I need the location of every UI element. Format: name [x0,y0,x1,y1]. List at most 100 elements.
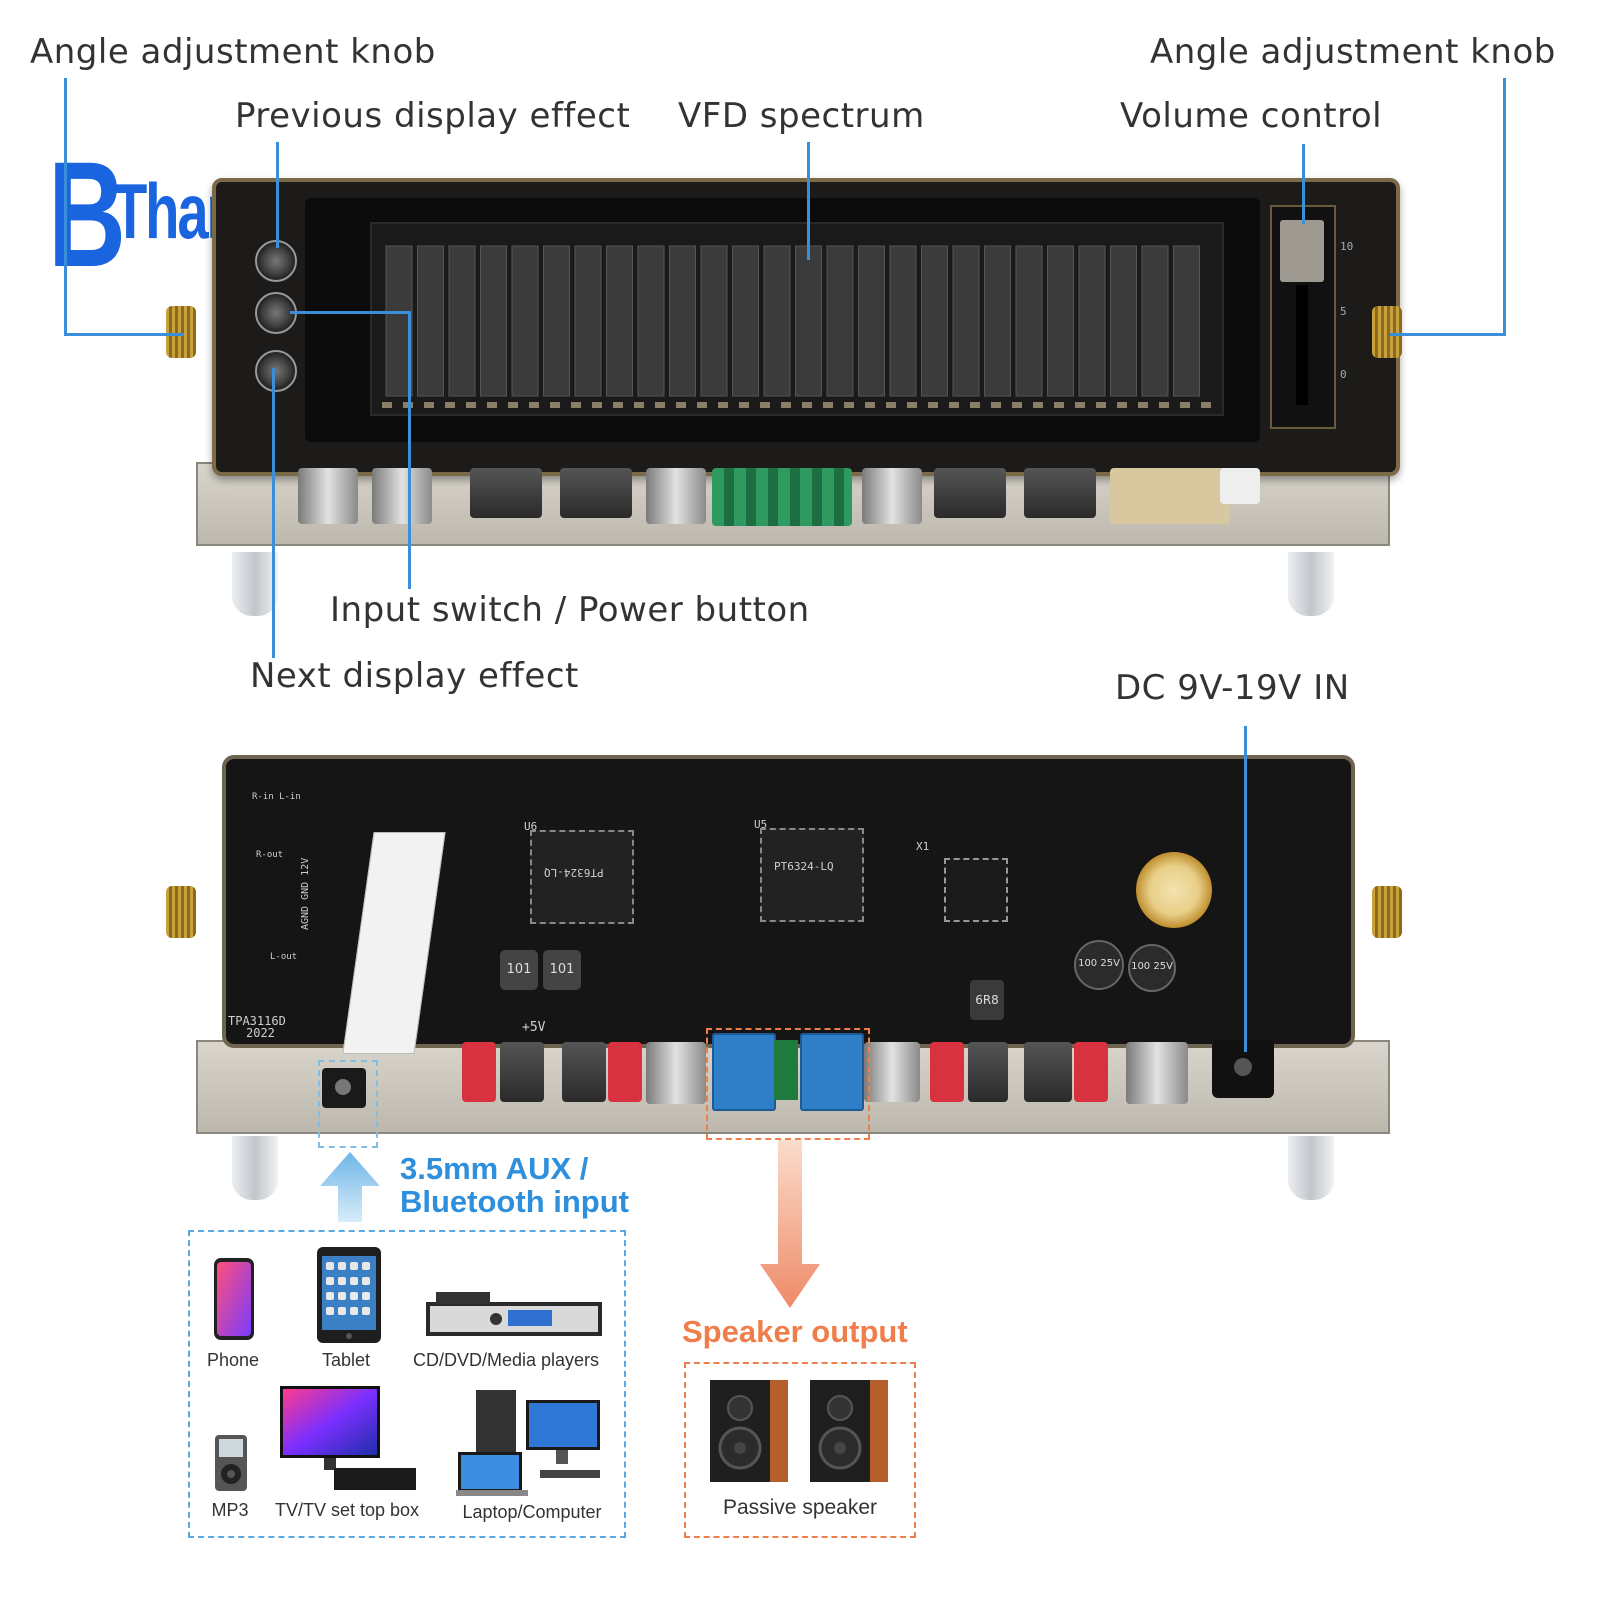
pcb-cap-1: 100 25V [1074,940,1124,990]
capacitor [298,468,358,524]
inductor [1024,468,1096,518]
callout-angle-knob-right: Angle adjustment knob [1150,32,1556,72]
tablet-app-tile [338,1262,346,1270]
red-capacitor [608,1042,642,1102]
vfd-column [1015,245,1043,397]
chip-u6-text: PT6324-LQ [544,866,604,879]
vfd-column [700,245,728,397]
vfd-column [889,245,917,397]
vfd-column [952,245,980,397]
slider-scale-10: 10 [1340,240,1354,253]
silk-rout: R-out [256,850,284,860]
vfd-segment [1138,402,1148,408]
callout-line [1302,144,1305,224]
vfd-segment [571,402,581,408]
callout-dc-in: DC 9V-19V IN [1115,668,1350,708]
phone-icon [214,1258,254,1340]
angle-knob-back-left[interactable] [166,886,196,938]
vfd-segment [1159,402,1169,408]
capacitor [862,468,922,524]
next-effect-button[interactable] [255,350,297,392]
tablet-app-tile [350,1307,358,1315]
green-terminal [774,1040,798,1100]
vfd-column [385,245,413,397]
front-foot-right [1288,552,1334,616]
vfd-segment [844,402,854,408]
callout-input-switch: Input switch / Power button [330,590,810,630]
speaker-box [684,1362,916,1538]
tablet-app-tile [350,1292,358,1300]
vfd-column [448,245,476,397]
tablet-app-tile [338,1292,346,1300]
vfd-segment [802,402,812,408]
device-label-tablet: Tablet [321,1350,371,1370]
capacitor [372,468,432,524]
vfd-segment [991,402,1001,408]
dc-jack[interactable] [1212,1040,1274,1098]
vfd-segment [970,402,980,408]
angle-knob-right[interactable] [1372,306,1402,358]
tablet-app-tile [350,1262,358,1270]
speaker-arrow-icon [760,1140,820,1308]
computer-icon [456,1390,600,1496]
aux-jack[interactable] [322,1068,366,1108]
callout-vfd-spectrum: VFD spectrum [678,96,925,136]
vfd-column [763,245,791,397]
vfd-column [1173,245,1200,397]
vfd-segment [592,402,602,408]
green-terminals [712,468,852,526]
speaker-icon [710,1380,888,1482]
tablet-app-tile [338,1307,346,1315]
vfd-column [921,245,948,397]
inductor [562,1042,606,1102]
callout-angle-knob-left: Angle adjustment knob [30,32,436,72]
vfd-segment [676,402,686,408]
silk-agnd: AGND GND 12V [300,857,311,930]
vfd-segment [1012,402,1022,408]
volume-slider-track [1296,285,1308,405]
vfd-segment [928,402,938,408]
vfd-column [606,245,633,397]
connector-board [1110,468,1230,524]
chip-u5-text: PT6324-LQ [774,860,834,873]
vfd-column [732,245,759,397]
back-foot-left [232,1136,278,1200]
slider-scale-0: 0 [1340,368,1347,381]
vfd-segment [487,402,497,408]
tablet-app-tile [326,1292,334,1300]
capacitor [864,1042,920,1102]
callout-line [272,368,275,658]
inductor-3: 6R8 [970,980,1004,1020]
silk-u5: U5 [754,818,768,831]
tablet-app-tile [362,1292,370,1300]
red-capacitor [1074,1042,1108,1102]
angle-knob-back-right[interactable] [1372,886,1402,938]
vfd-segment [382,402,392,408]
vfd-segment [823,402,833,408]
angle-knob-left[interactable] [166,306,196,358]
inductor [1024,1042,1072,1102]
vfd-column [858,245,885,397]
vfd-column [1110,245,1137,397]
vfd-column [826,245,854,397]
vfd-segment [1075,402,1085,408]
callout-line [276,142,279,248]
gold-capacitor [1136,852,1212,928]
vfd-segment [781,402,791,408]
vfd-segment [949,402,959,408]
volume-slider-handle[interactable] [1280,220,1324,282]
vfd-segment [466,402,476,408]
vfd-segment [424,402,434,408]
vfd-segment [1201,402,1211,408]
inductor [470,468,542,518]
aux-label-line2: Bluetooth input [400,1184,629,1219]
speaker-label: Passive speaker [722,1496,878,1519]
speaker-terminal-right[interactable] [800,1033,864,1111]
back-foot-right [1288,1136,1334,1200]
callout-line [1503,78,1506,336]
vfd-segment [1096,402,1106,408]
vfd-column [417,245,444,397]
speaker-output-label: Speaker output [682,1314,908,1349]
silk-date: 2022 [246,1026,275,1040]
silk-lout: L-out [270,952,298,962]
